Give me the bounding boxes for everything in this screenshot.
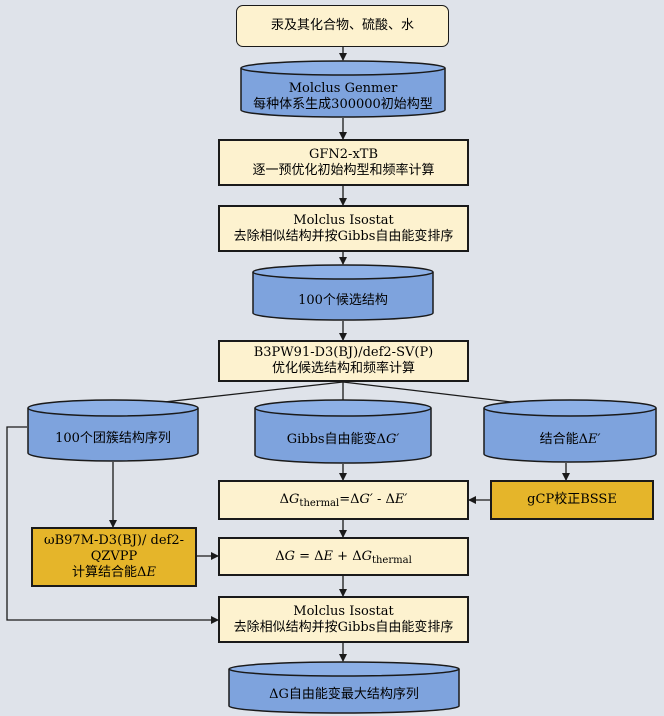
- isostat-box-2: Molclus Isostat 去除相似结构并按Gibbs自由能变排序: [218, 596, 469, 643]
- genmer-line1: Molclus Genmer: [288, 81, 398, 96]
- final-sequence-text: ΔG自由能变最大结构序列: [269, 687, 419, 702]
- gcp-bsse-box: gCP校正BSSE: [490, 480, 654, 520]
- isostat2-line1: Molclus Isostat: [293, 603, 394, 619]
- gfn-line1: GFN2-xTB: [309, 146, 378, 162]
- final-equation-text: ΔG = ΔE + ΔGthermal: [275, 548, 412, 566]
- materials-text: 汞及其化合物、硫酸、水: [270, 18, 414, 33]
- b3pw91-box: B3PW91-D3(BJ)/def2-SV(P) 优化候选结构和频率计算: [218, 340, 469, 382]
- materials-box: 汞及其化合物、硫酸、水: [236, 5, 449, 47]
- isostat1-line2: 去除相似结构并按Gibbs自由能变排序: [233, 228, 454, 244]
- final-sequence-cylinder: ΔG自由能变最大结构序列: [228, 661, 460, 714]
- thermal-equation-box: ΔGthermal=ΔG′ - ΔE′: [218, 480, 469, 520]
- gibbs-text: Gibbs自由能变ΔG′: [286, 432, 400, 447]
- gfn-box: GFN2-xTB 逐一预优化初始构型和频率计算: [218, 139, 469, 186]
- isostat2-line2: 去除相似结构并按Gibbs自由能变排序: [233, 619, 454, 635]
- genmer-line2: 每种体系生成300000初始构型: [253, 97, 433, 112]
- wb97-line2: QZVPP: [90, 549, 138, 564]
- gibbs-cylinder: Gibbs自由能变ΔG′: [254, 399, 432, 464]
- wb97-line1: ωB97M-D3(BJ)/ def2-: [43, 533, 184, 548]
- candidates-text: 100个候选结构: [298, 293, 388, 308]
- isostat1-line1: Molclus Isostat: [293, 212, 394, 228]
- gfn-line2: 逐一预优化初始构型和频率计算: [252, 162, 435, 178]
- thermal-equation-text: ΔGthermal=ΔG′ - ΔE′: [279, 492, 408, 509]
- final-equation-box: ΔG = ΔE + ΔGthermal: [218, 537, 469, 576]
- b3pw91-line1: B3PW91-D3(BJ)/def2-SV(P): [253, 345, 434, 360]
- b3pw91-line2: 优化候选结构和频率计算: [271, 361, 415, 376]
- binding-energy-cylinder: 结合能ΔE′: [483, 399, 657, 463]
- cluster-sequence-text: 100个团簇结构序列: [55, 431, 171, 446]
- gcp-text: gCP校正BSSE: [527, 492, 617, 507]
- wb97-line3: 计算结合能ΔE: [72, 565, 156, 580]
- binding-energy-text: 结合能ΔE′: [539, 432, 601, 447]
- arrow-cluster-bypass-to-iso2: [6, 426, 219, 624]
- wb97-box: ωB97M-D3(BJ)/ def2- QZVPP 计算结合能ΔE: [31, 527, 197, 587]
- candidates-cylinder: 100个候选结构: [252, 264, 434, 321]
- isostat-box-1: Molclus Isostat 去除相似结构并按Gibbs自由能变排序: [218, 205, 469, 252]
- cluster-sequence-cylinder: 100个团簇结构序列: [27, 399, 199, 462]
- genmer-cylinder: Molclus Genmer 每种体系生成300000初始构型: [240, 60, 446, 118]
